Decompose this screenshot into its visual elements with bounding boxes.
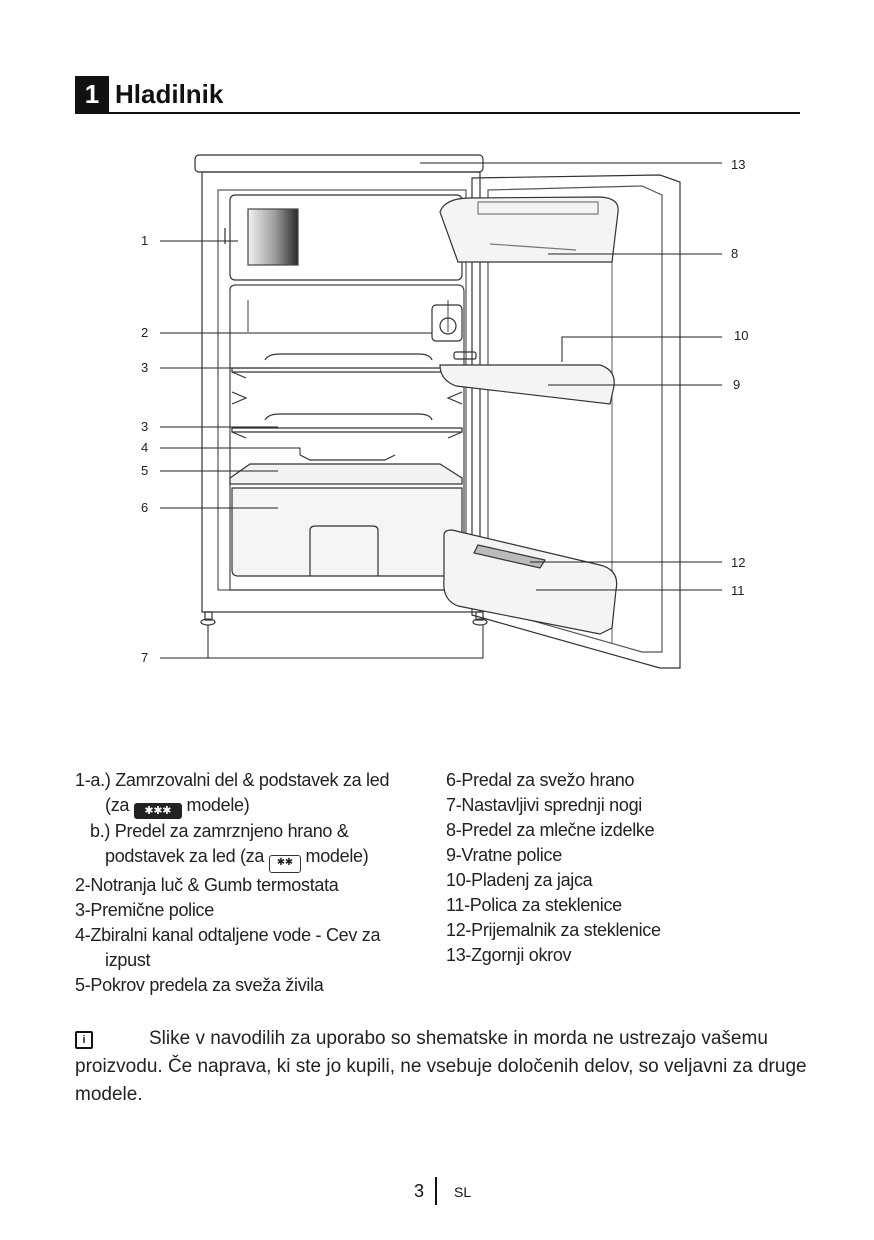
thermostat-knob	[439, 317, 457, 335]
legend-right: 6-Predal za svežo hrano 7-Nastavljivi sp…	[446, 768, 806, 968]
legend-item-5: 5-Pokrov predela za sveža živila	[75, 975, 324, 995]
legend-text: modele)	[186, 795, 250, 815]
callout-13: 13	[731, 157, 746, 172]
legend-item-9: 9-Vratne police	[446, 845, 562, 865]
legend-item-1b-cont: podstavek za led (za ✱✱ modele)	[75, 844, 435, 873]
three-star-badge-icon: ✱✱✱	[133, 803, 182, 819]
callout-1: 1	[141, 233, 149, 248]
callout-12: 12	[731, 555, 746, 570]
legend-item-1b: b.) Predel za zamrznjeno hrano &	[90, 821, 349, 841]
callout-3: 3	[141, 360, 149, 375]
bottle-shelf	[443, 529, 618, 635]
legend-item-2: 2-Notranja luč & Gumb termostata	[75, 875, 339, 895]
footer-divider	[435, 1177, 437, 1205]
legend-item-11: 11-Polica za steklenice	[446, 895, 622, 915]
egg-tray	[453, 351, 477, 360]
info-icon: i	[75, 1031, 93, 1049]
front-foot-left	[204, 611, 213, 621]
legend-item-10: 10-Pladenj za jajca	[446, 870, 593, 890]
callout-9: 9	[733, 377, 741, 392]
refrigerator-diagram	[160, 154, 722, 669]
callout-11: 11	[731, 583, 745, 598]
legend-item-1a-cont: (za ✱✱✱ modele)	[75, 793, 435, 819]
callout-6: 6	[141, 500, 149, 515]
crisper-cover	[229, 463, 463, 485]
legend-item-4: 4-Zbiralni kanal odtaljene vode - Cev za	[75, 925, 381, 945]
callout-3: 3	[141, 419, 149, 434]
crisper-drawer	[231, 487, 463, 577]
cabinet	[201, 171, 481, 613]
callout-7: 7	[141, 650, 149, 665]
legend-item-8: 8-Predel za mlečne izdelke	[446, 820, 655, 840]
callout-10: 10	[734, 328, 749, 343]
legend-item-12: 12-Prijemalnik za steklenice	[446, 920, 661, 940]
bottle-holder	[473, 544, 546, 569]
language-code: SL	[454, 1184, 472, 1200]
drain-channel	[299, 454, 396, 461]
callout-8: 8	[731, 246, 739, 261]
callout-5: 5	[141, 463, 149, 478]
legend-item-3: 3-Premične police	[75, 900, 214, 920]
thermostat-housing	[431, 304, 463, 342]
evaporator	[247, 208, 299, 266]
two-star-badge-icon: ✱✱	[268, 855, 301, 873]
page-number: 3	[414, 1181, 425, 1201]
callout-4: 4	[141, 440, 149, 455]
front-foot-right	[475, 611, 484, 621]
callout-2: 2	[141, 325, 149, 340]
open-door	[471, 174, 681, 669]
legend-item-4-cont: izpust	[105, 950, 151, 970]
legend-item-1a: 1-a.) Zamrzovalni del & podstavek za led	[75, 770, 390, 790]
legend-item-13: 13-Zgornji okrov	[446, 945, 572, 965]
legend-item-7: 7-Nastavljivi sprednji nogi	[446, 795, 642, 815]
section-title: Hladilnik	[115, 79, 224, 109]
note-text: Slike v navodilih za uporabo so shematsk…	[75, 1028, 807, 1105]
legend-left: 1-a.) Zamrzovalni del & podstavek za led…	[75, 768, 435, 998]
legend-text: modele)	[305, 846, 369, 866]
door-shelf	[439, 364, 615, 405]
dairy-compartment	[439, 196, 619, 263]
legend-text: podstavek za led (za	[105, 846, 265, 866]
legend-item-6: 6-Predal za svežo hrano	[446, 770, 635, 790]
section-header: 1 Hladilnik	[75, 76, 800, 114]
section-number: 1	[75, 76, 109, 112]
legend-text: (za	[105, 795, 130, 815]
